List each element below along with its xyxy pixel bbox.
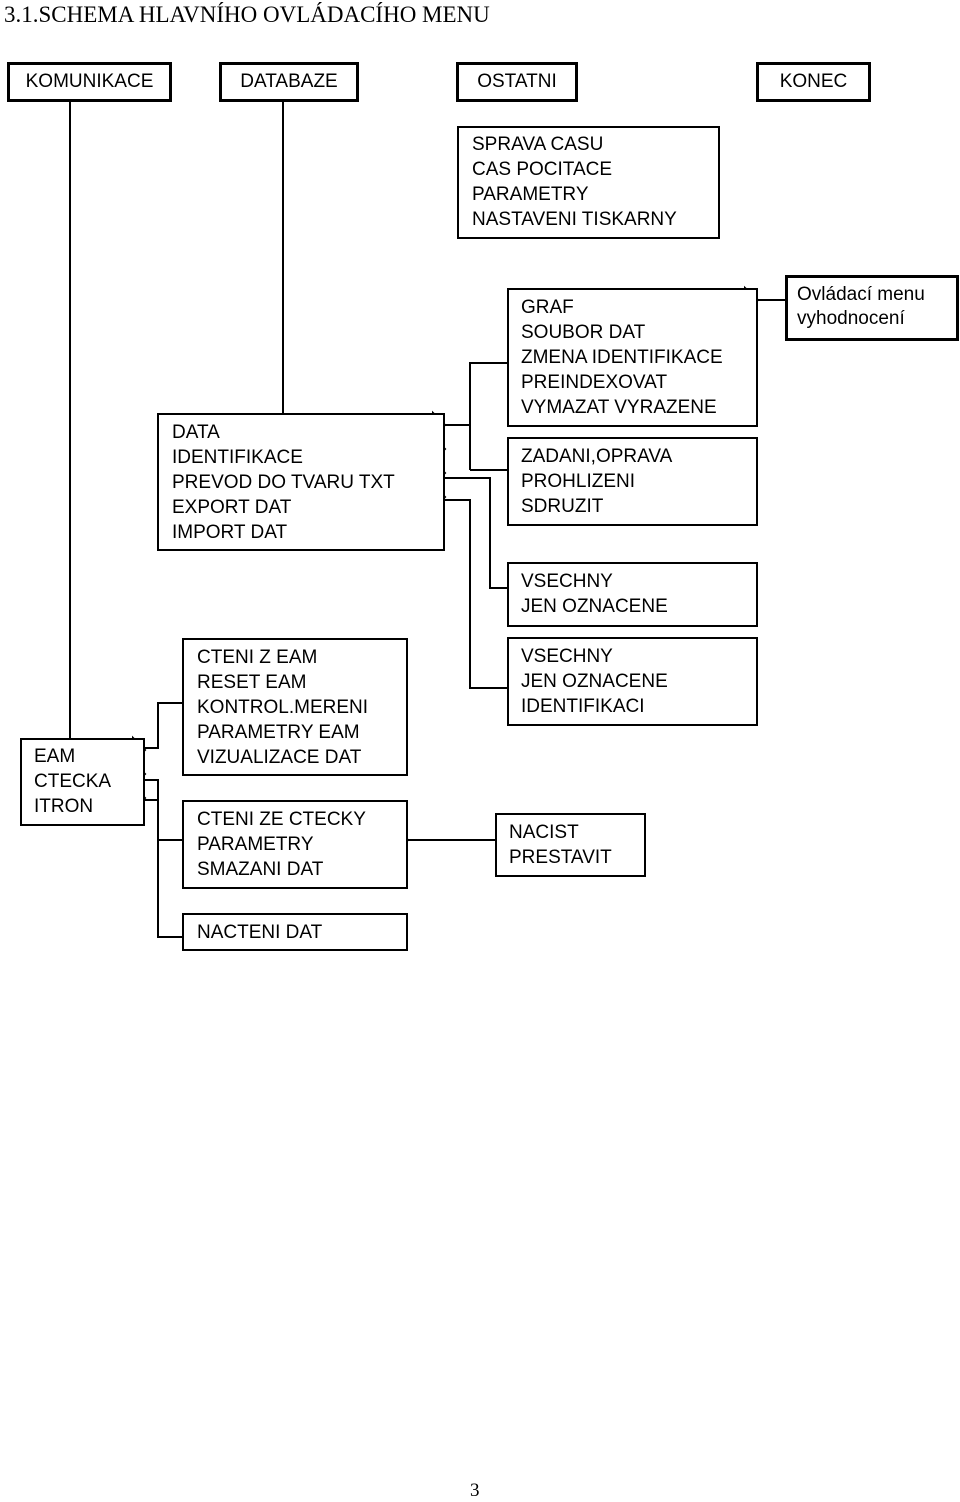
databaze-item[interactable]: EXPORT DAT xyxy=(172,497,292,518)
menu-ostatni-button[interactable]: OSTATNI xyxy=(456,62,578,102)
eam-item[interactable]: VIZUALIZACE DAT xyxy=(197,747,362,768)
komunikace-submenu-box: EAM CTECKA ITRON xyxy=(20,738,145,826)
ctecka-item[interactable]: PARAMETRY xyxy=(197,834,314,855)
ctecka-submenu-box: CTENI ZE CTECKY PARAMETRY SMAZANI DAT xyxy=(182,800,408,889)
databaze-submenu-box: DATA IDENTIFIKACE PREVOD DO TVARU TXT EX… xyxy=(157,413,445,551)
import-item[interactable]: VSECHNY xyxy=(521,646,613,667)
menu-konec-button[interactable]: KONEC xyxy=(756,62,871,102)
smazani-item[interactable]: PRESTAVIT xyxy=(509,847,612,868)
menu-komunikace-label: KOMUNIKACE xyxy=(25,71,154,92)
data-item[interactable]: PROHLIZENI xyxy=(521,471,636,492)
menu-komunikace-button[interactable]: KOMUNIKACE xyxy=(7,62,172,102)
menu-ostatni-label: OSTATNI xyxy=(477,71,557,92)
page-title: 3.1.SCHEMA HLAVNÍHO OVLÁDACÍHO MENU xyxy=(4,2,490,27)
menu-konec-label: KONEC xyxy=(779,71,848,92)
databaze-item[interactable]: IDENTIFIKACE xyxy=(172,447,303,468)
ostatni-submenu-box: SPRAVA CASU CAS POCITACE PARAMETRY NASTA… xyxy=(457,126,720,239)
data-submenu-box: GRAF SOUBOR DAT ZMENA IDENTIFIKACE PREIN… xyxy=(507,288,758,427)
itron-item[interactable]: NACTENI DAT xyxy=(197,922,323,943)
eam-item[interactable]: KONTROL.MERENI xyxy=(197,697,369,718)
eam-item[interactable]: CTENI Z EAM xyxy=(197,647,318,668)
smazani-submenu-box: NACIST PRESTAVIT xyxy=(495,813,646,877)
data-item[interactable]: SDRUZIT xyxy=(521,496,604,517)
komunikace-item[interactable]: EAM xyxy=(34,746,76,767)
page-number: 3 xyxy=(470,1480,480,1501)
export-submenu-box: VSECHNY JEN OZNACENE xyxy=(507,562,758,627)
ctecka-item[interactable]: CTENI ZE CTECKY xyxy=(197,809,366,830)
ostatni-item[interactable]: SPRAVA CASU xyxy=(472,134,604,155)
ostatni-item[interactable]: PARAMETRY xyxy=(472,184,589,205)
data-item[interactable]: ZADANI,OPRAVA xyxy=(521,446,673,467)
evaluation-menu-line: Ovládací menu xyxy=(797,284,925,305)
eam-item[interactable]: PARAMETRY EAM xyxy=(197,722,360,743)
komunikace-item[interactable]: ITRON xyxy=(34,796,94,817)
ostatni-item[interactable]: CAS POCITACE xyxy=(472,159,613,180)
evaluation-menu-box[interactable]: Ovládací menu vyhodnocení xyxy=(785,275,959,341)
menu-databaze-button[interactable]: DATABAZE xyxy=(219,62,359,102)
import-item[interactable]: JEN OZNACENE xyxy=(521,671,668,692)
eam-item[interactable]: RESET EAM xyxy=(197,672,307,693)
data-item[interactable]: GRAF xyxy=(521,297,574,318)
itron-submenu-box: NACTENI DAT xyxy=(182,913,408,951)
data-item[interactable]: PREINDEXOVAT xyxy=(521,372,668,393)
menu-databaze-label: DATABAZE xyxy=(240,71,338,92)
databaze-item[interactable]: DATA xyxy=(172,422,220,443)
eam-submenu-box: CTENI Z EAM RESET EAM KONTROL.MERENI PAR… xyxy=(182,638,408,776)
data-item[interactable]: ZMENA IDENTIFIKACE xyxy=(521,347,723,368)
import-item[interactable]: IDENTIFIKACI xyxy=(521,696,645,717)
data-submenu-2-box: ZADANI,OPRAVA PROHLIZENI SDRUZIT xyxy=(507,437,758,526)
data-item[interactable]: SOUBOR DAT xyxy=(521,322,646,343)
ostatni-item[interactable]: NASTAVENI TISKARNY xyxy=(472,209,677,230)
databaze-item[interactable]: IMPORT DAT xyxy=(172,522,288,543)
export-item[interactable]: VSECHNY xyxy=(521,571,613,592)
data-item[interactable]: VYMAZAT VYRAZENE xyxy=(521,397,717,418)
komunikace-item[interactable]: CTECKA xyxy=(34,771,112,792)
export-item[interactable]: JEN OZNACENE xyxy=(521,596,668,617)
import-submenu-box: VSECHNY JEN OZNACENE IDENTIFIKACI xyxy=(507,637,758,726)
smazani-item[interactable]: NACIST xyxy=(509,822,579,843)
ctecka-item[interactable]: SMAZANI DAT xyxy=(197,859,324,880)
databaze-item[interactable]: PREVOD DO TVARU TXT xyxy=(172,472,395,493)
evaluation-menu-line: vyhodnocení xyxy=(797,308,905,329)
